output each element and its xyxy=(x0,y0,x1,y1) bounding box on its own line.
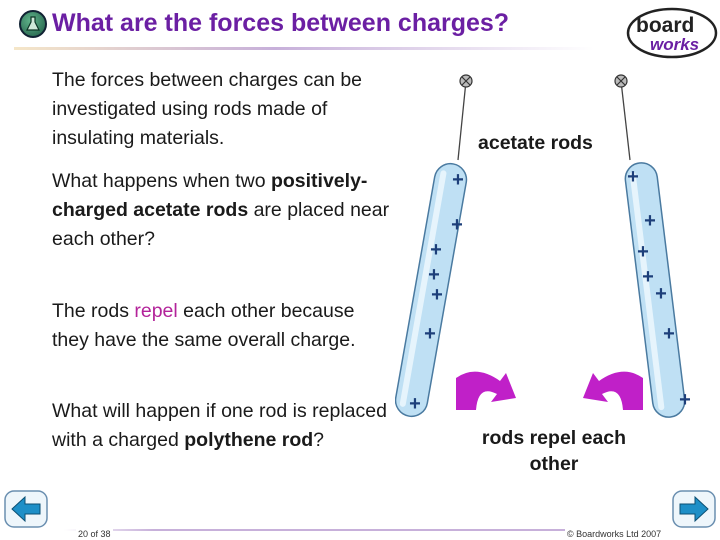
footer-divider xyxy=(64,529,664,531)
title-divider xyxy=(14,47,594,50)
page-number: 20 of 38 xyxy=(76,529,113,539)
right-acetate-rod xyxy=(624,162,686,418)
acetate-rods-term: positively-charged acetate rods xyxy=(52,170,368,221)
charge-symbol: + xyxy=(644,210,656,232)
left-string xyxy=(457,80,467,161)
charge-symbol: + xyxy=(627,166,639,188)
answer-paragraph: The rods repel each other because they h… xyxy=(52,300,356,351)
svg-text:works: works xyxy=(650,35,699,54)
question-paragraph: What happens when two positively-charged… xyxy=(52,170,390,250)
charge-symbol: + xyxy=(430,239,442,261)
previous-slide-button[interactable] xyxy=(4,490,48,528)
rods-repel-label: rods repel each other xyxy=(481,427,627,475)
charge-symbol: + xyxy=(409,393,421,415)
arrow-right-icon xyxy=(679,495,709,523)
charge-symbol: + xyxy=(655,283,667,305)
polythene-rod-term: polythene rod xyxy=(184,429,314,451)
repel-term: repel xyxy=(134,300,178,322)
charge-symbol: + xyxy=(428,264,440,286)
boardworks-logo: board works xyxy=(626,7,718,59)
copyright-notice: © Boardworks Ltd 2007 xyxy=(565,529,664,539)
right-pivot-icon xyxy=(614,74,628,88)
left-acetate-rod xyxy=(395,162,468,418)
charge-symbol: + xyxy=(451,214,463,236)
charge-symbol: + xyxy=(452,169,464,191)
right-string xyxy=(620,80,631,161)
arrow-left-icon xyxy=(11,495,41,523)
right-repel-arrow-icon xyxy=(583,371,643,410)
left-pivot-icon xyxy=(459,74,473,88)
intro-paragraph: The forces between charges can be invest… xyxy=(52,69,363,149)
acetate-rods-label: acetate rods xyxy=(478,132,593,154)
charge-symbol: + xyxy=(637,241,649,263)
rods-illustration: + + + + + + + + + + + + + + xyxy=(395,74,691,418)
slide-icon xyxy=(19,10,47,38)
page-title: What are the forces between charges? xyxy=(52,9,510,37)
flask-icon xyxy=(26,16,40,31)
charge-symbol: + xyxy=(679,389,691,411)
left-repel-arrow-icon xyxy=(456,371,516,410)
charge-symbol: + xyxy=(424,323,436,345)
charge-symbol: + xyxy=(642,266,654,288)
charge-symbol: + xyxy=(663,323,675,345)
next-slide-button[interactable] xyxy=(672,490,716,528)
followup-paragraph: What will happen if one rod is replaced … xyxy=(52,400,387,451)
charge-symbol: + xyxy=(431,284,443,306)
svg-text:board: board xyxy=(636,14,694,37)
